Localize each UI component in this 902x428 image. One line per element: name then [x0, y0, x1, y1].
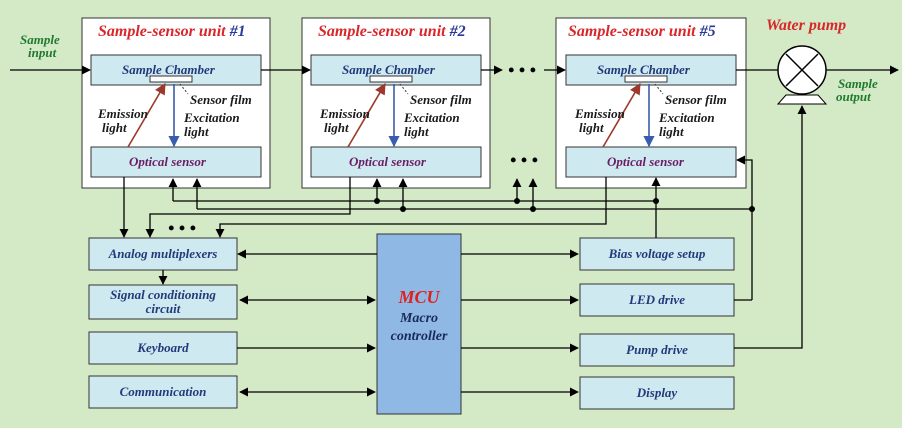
sample-input-label-1: Sample: [20, 32, 60, 47]
excitation-light-5-label: light: [659, 124, 684, 139]
excitation-light-1-label: light: [184, 124, 209, 139]
sensor-unit-1: Sample-sensor unit #1 Sample Chamber Opt…: [81, 17, 271, 189]
sensor-film-5-label: Sensor film: [665, 92, 727, 107]
bias-voltage-label: Bias voltage setup: [608, 246, 706, 261]
led-drive-label: LED drive: [628, 292, 685, 307]
mcu-title: MCU: [397, 287, 440, 307]
sample-chamber-2-label: Sample Chamber: [342, 62, 436, 77]
optical-sensor-1-label: Optical sensor: [129, 154, 207, 169]
keyboard-block: [88, 331, 238, 365]
water-pump-icon: [776, 45, 828, 105]
sensor-ellipsis: • • •: [510, 150, 538, 170]
optical-sensor-5: [565, 146, 737, 178]
emission-light-1-label: light: [102, 120, 127, 135]
sensor-film-1-label: Sensor film: [190, 92, 252, 107]
excitation-light-2-label: light: [404, 124, 429, 139]
mcu-block: [376, 233, 462, 415]
flow-ellipsis: • • •: [508, 60, 536, 80]
signal-conditioning-label-1: Signal conditioning: [110, 287, 216, 302]
sensor-film-1: [149, 75, 193, 83]
communication-block: [88, 375, 238, 409]
sensor-film-5: [624, 75, 668, 83]
mux-ellipsis: • • •: [168, 218, 196, 238]
sensor-wiring: [119, 105, 807, 349]
emission-2-label: Emission: [319, 106, 370, 121]
water-pump-label: Water pump: [766, 17, 846, 34]
junction-dots: [374, 198, 755, 212]
unit-1-title: Sample-sensor unit #1: [98, 23, 246, 40]
emission-light-5-label: light: [579, 120, 604, 135]
unit-5-title: Sample-sensor unit #5: [568, 23, 716, 40]
keyboard-label: Keyboard: [136, 340, 189, 355]
signal-conditioning-label-2: circuit: [146, 301, 181, 316]
excitation-1-label: Excitation: [183, 110, 240, 125]
pump-drive-block: [579, 333, 735, 367]
analog-multiplexers-label: Analog multiplexers: [108, 246, 218, 261]
mcu-line1: Macro: [399, 311, 438, 326]
sample-chamber-5-label: Sample Chamber: [597, 62, 691, 77]
sample-output-label-1: Sample: [838, 76, 878, 91]
sample-chamber-1-label: Sample Chamber: [122, 62, 216, 77]
unit-2-title: Sample-sensor unit #2: [318, 23, 466, 40]
emission-arrow-2: [347, 83, 386, 148]
emission-1-label: Emission: [97, 106, 148, 121]
display-label: Display: [636, 385, 678, 400]
emission-arrow-5: [602, 83, 641, 148]
optical-sensor-5-label: Optical sensor: [607, 154, 685, 169]
optical-sensor-2-label: Optical sensor: [349, 154, 427, 169]
excitation-2-label: Excitation: [403, 110, 460, 125]
pump-drive-label: Pump drive: [626, 342, 688, 357]
sensor-film-2-label: Sensor film: [410, 92, 472, 107]
sensor-unit-5: Sample-sensor unit #5 Sample Chamber Opt…: [555, 17, 747, 189]
sensor-unit-2: Sample-sensor unit #2 Sample Chamber Opt…: [301, 17, 491, 189]
emission-light-2-label: light: [324, 120, 349, 135]
emission-5-label: Emission: [574, 106, 625, 121]
sample-input-label-2: input: [28, 45, 57, 60]
excitation-5-label: Excitation: [658, 110, 715, 125]
bias-voltage-block: [579, 237, 735, 271]
emission-arrow-1: [127, 83, 166, 148]
communication-label: Communication: [120, 384, 207, 399]
sample-output-label-2: output: [836, 89, 871, 104]
optical-sensor-1: [90, 146, 262, 178]
mcu-line2: controller: [391, 329, 448, 344]
analog-multiplexers-block: [88, 237, 238, 271]
display-block: [579, 376, 735, 410]
sensor-film-2: [369, 75, 413, 83]
signal-conditioning-block: [88, 284, 238, 320]
mcu-connections: [158, 249, 579, 397]
